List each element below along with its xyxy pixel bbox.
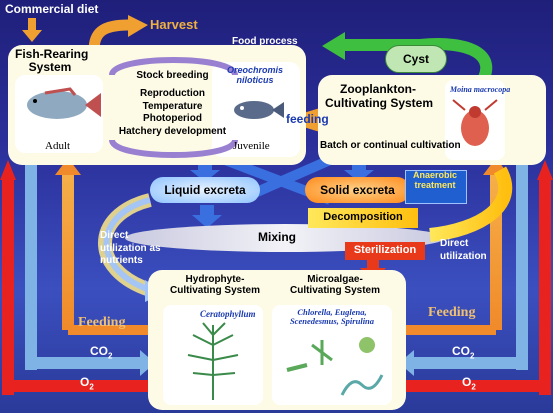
commercial-diet-label: Commercial diet bbox=[5, 2, 99, 16]
hydrophyte-panel bbox=[163, 305, 263, 405]
o2-right-label: O2 bbox=[462, 375, 476, 392]
co2-arrow-left bbox=[25, 155, 37, 370]
anaerobic-box bbox=[405, 170, 467, 204]
co2-right-label: CO2 bbox=[452, 344, 475, 361]
sterilization-box bbox=[345, 242, 425, 260]
liquid-excreta-pill: Liquid excreta bbox=[150, 177, 260, 203]
zooplankton-box bbox=[318, 75, 546, 165]
feeding-mid-label: feeding bbox=[286, 112, 329, 126]
juvenile-fish-icon bbox=[234, 101, 284, 119]
zooplankton-title: Zooplankton-Cultivating System bbox=[325, 82, 434, 111]
algae-species-label: Chlorella, Euglena,Scenedesmus, Spirulin… bbox=[289, 307, 375, 327]
moina-label: Moina macrocopa bbox=[450, 85, 511, 94]
decomposition-box bbox=[308, 208, 418, 228]
commercial-diet-arrow bbox=[28, 18, 36, 30]
co2-arrow-right bbox=[516, 155, 528, 370]
moina-panel bbox=[445, 80, 505, 160]
sterilization-label: Sterilization bbox=[353, 244, 417, 256]
decomposition-label: Decomposition bbox=[323, 211, 403, 223]
cyst-arrow bbox=[340, 38, 493, 89]
breeding-factors: Reproduction Temperature Photoperiod Hat… bbox=[118, 88, 227, 137]
adult-fish-panel bbox=[15, 75, 103, 153]
food-process-label: Food process bbox=[232, 36, 298, 47]
ceratophyllum-label: Ceratophyllum bbox=[200, 309, 256, 319]
microalgae-title: Microalgae-Cultivating System bbox=[289, 274, 381, 296]
harvest-label: Harvest bbox=[150, 17, 198, 32]
co2-left-label: CO2 bbox=[90, 344, 113, 361]
adult-label: Adult bbox=[45, 140, 71, 152]
feeding-left-label: Feeding bbox=[78, 315, 126, 330]
stock-breeding-label: Stock breeding bbox=[136, 70, 209, 81]
moina-icon bbox=[452, 99, 498, 146]
microalgae-icon bbox=[286, 337, 384, 396]
hydrophyte-title: Hydrophyte-Cultivating System bbox=[169, 274, 261, 296]
o2-left-label: O2 bbox=[80, 375, 94, 392]
fish-icon bbox=[27, 87, 101, 119]
batch-label: Batch or continual cultivation bbox=[320, 140, 461, 151]
juvenile-label: Juvenile bbox=[233, 140, 270, 152]
feeding-right-label: Feeding bbox=[428, 305, 476, 320]
hydrophyte-icon bbox=[187, 322, 239, 400]
solid-excreta-pill: Solid excreta bbox=[305, 177, 410, 203]
feeding-arrow-left bbox=[62, 170, 74, 330]
microalgae-panel bbox=[272, 305, 392, 405]
cyst-pill: Cyst bbox=[385, 45, 447, 73]
mixing-label: Mixing bbox=[258, 230, 296, 244]
